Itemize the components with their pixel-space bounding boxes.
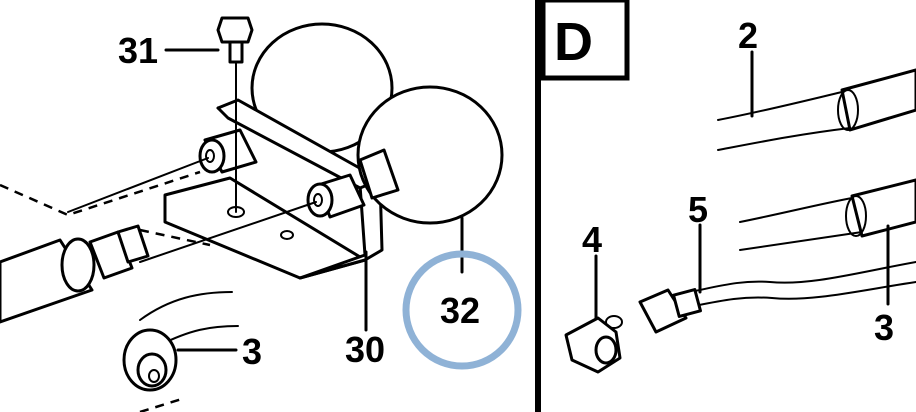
bushing-upper-hole: [205, 149, 215, 163]
dashed-leader-upper: [0, 170, 201, 217]
callout-32: 32: [440, 290, 480, 331]
callout-3-right: 3: [874, 307, 894, 348]
bracket-slot: [280, 230, 294, 240]
hose-3-sleeve: [850, 178, 916, 238]
callout-31: 31: [118, 30, 158, 71]
callout-30: 30: [345, 329, 385, 370]
elbow-fitting-seal: [605, 315, 623, 329]
small-hose-upper: [139, 291, 233, 321]
bushing-upper-end: [198, 138, 226, 174]
front-mount-neck: [358, 148, 400, 200]
callout-2: 2: [738, 15, 758, 56]
highlight-circle: [402, 250, 522, 370]
left-hose-fitting: [116, 224, 150, 264]
callout-5: 5: [688, 189, 708, 230]
leader-upper-bushing: [67, 157, 209, 213]
hose-2-bottom-line: [717, 127, 851, 151]
section-label: D: [554, 12, 593, 72]
dashed-leader-lower: [139, 228, 211, 247]
hose-3-top-line: [739, 197, 853, 223]
pipe-5-bottom: [693, 281, 916, 307]
small-hose-core: [148, 369, 160, 383]
bushing-lower-hole: [313, 193, 323, 207]
pipe-5-ferrule: [672, 288, 702, 318]
elbow-fitting-port: [594, 335, 618, 365]
pipe-5-top: [689, 261, 916, 293]
leader-lower-bushing: [139, 201, 317, 263]
hose-3-bottom-line: [739, 231, 863, 251]
callout-4: 4: [582, 219, 602, 260]
dashed-leader-bottom: [139, 396, 186, 412]
left-hose-end: [60, 237, 96, 293]
hose-3-sleeve-end: [845, 195, 867, 237]
hose-2-sleeve-end: [837, 89, 859, 131]
bolt-head: [216, 16, 254, 44]
hose-2-sleeve: [840, 68, 916, 132]
bolt-shank: [228, 40, 244, 64]
hose-2-top-line: [717, 91, 843, 121]
callout-3-left: 3: [242, 331, 262, 372]
section-label-box: [540, 0, 630, 81]
bushing-lower-end: [306, 182, 334, 218]
